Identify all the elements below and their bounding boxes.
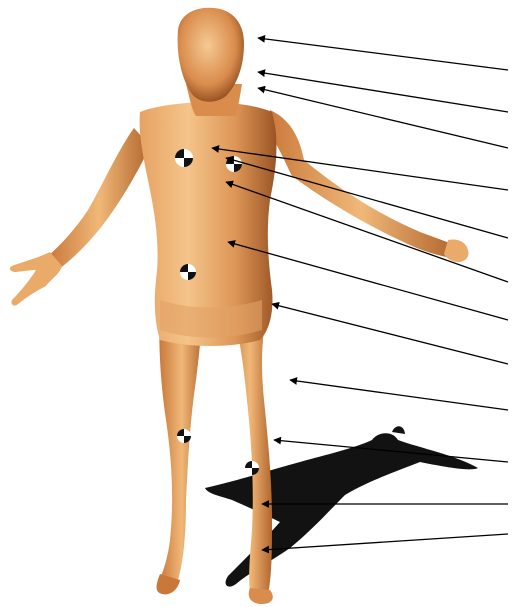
callout-arrow-1 [258, 38, 508, 70]
head [178, 8, 244, 116]
marker-shin [245, 461, 259, 475]
callout-arrow-8 [272, 304, 508, 364]
right-arm [10, 128, 150, 306]
torso [140, 102, 277, 346]
left-arm [266, 110, 469, 262]
marker-waist [180, 264, 196, 280]
figure-shadow [205, 426, 478, 586]
callout-arrow-2 [258, 72, 508, 112]
marker-chest-left [175, 149, 193, 167]
marker-knee [177, 429, 191, 443]
callout-arrow-9 [290, 380, 508, 410]
